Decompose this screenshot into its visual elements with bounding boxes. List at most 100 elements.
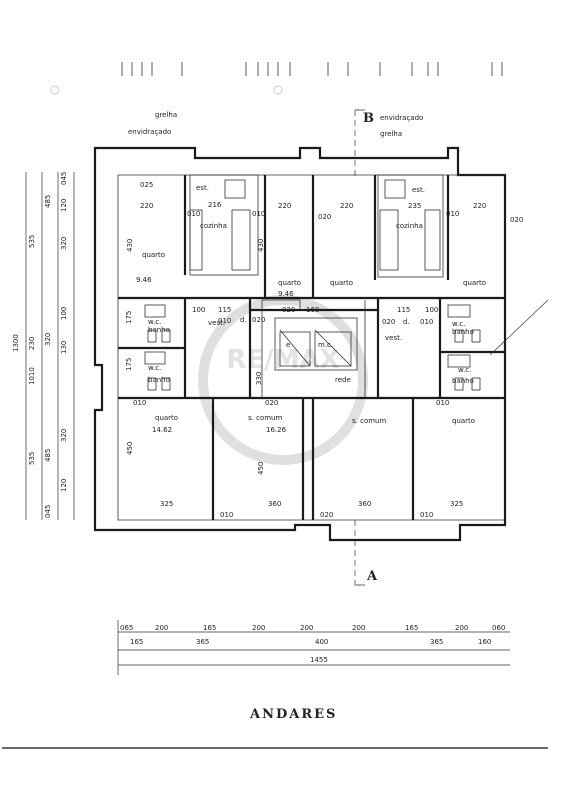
dim-frames [2,172,548,749]
label-quarto-br: quarto [452,417,475,425]
dim-b-450a: 450 [126,442,134,455]
label-wc-right-1: w.c. [452,320,465,328]
svg-text:RE/MAX: RE/MAX [226,345,339,375]
label-vest-left: vest. [208,319,225,327]
dim-h2-365b: 365 [430,638,443,646]
dim-v-130: 130 [60,341,68,354]
label-quarto-bl: quarto [155,414,178,422]
dim-m-020l: 020 [252,316,265,324]
label-quarto-tr: quarto [463,279,486,287]
dim-v-120a: 120 [60,199,68,212]
kitchen-left [189,174,259,276]
dim-m-115r: 115 [397,306,410,314]
label-envidracado-left: envidraçado [128,128,171,136]
dim-h-200a: 200 [155,624,168,632]
dim-v-045a: 045 [60,172,68,185]
dim-b-010b: 010 [436,399,449,407]
dim-h2-165: 165 [130,638,143,646]
plan-title: ANDARES [249,707,337,722]
kitchen-right [377,174,444,278]
dim-b-325b: 325 [450,500,463,508]
dim-t-220d: 220 [473,202,486,210]
dim-m-020r: 020 [382,318,395,326]
dim-t-220a: 220 [140,202,153,210]
binder-holes [50,85,283,95]
dim-h2-160: 160 [478,638,491,646]
dim-t-216: 216 [208,201,222,209]
label-quarto-tc-area: 9.46 [278,290,294,298]
dim-h-060: 060 [492,624,505,632]
label-d-left: d. [240,316,247,324]
dim-t-020a: 020 [318,213,331,221]
dim-v-485b: 485 [44,449,52,462]
dim-m-115l: 115 [218,306,231,314]
dim-h2-400: 400 [315,638,328,646]
dim-v-230: 230 [28,337,36,350]
section-lines [354,109,549,586]
dim-b-020b: 020 [320,511,333,519]
label-quarto-bl-area: 14.62 [152,426,172,434]
bathroom-fixtures [144,304,481,391]
label-scomum-left-area: 16.26 [266,426,287,434]
label-est-right: est. [412,186,425,194]
dim-v-320a: 320 [60,237,68,250]
label-est-left: est. [196,184,209,192]
stairwell [261,299,366,398]
dim-v-485a: 485 [44,195,52,208]
label-quarto-tc: quarto [278,279,301,287]
label-banho-right-2: banho [452,377,474,385]
dim-v-120b: 120 [60,479,68,492]
dim-t-430b: 430 [257,239,265,252]
label-cozinha-right: cozinha [396,222,423,230]
dim-h-200b: 200 [252,624,265,632]
dim-b-360b: 360 [358,500,371,508]
dim-h-200d: 200 [352,624,365,632]
dim-v-320b: 320 [44,333,52,346]
dim-t-010c: 010 [446,210,459,218]
dim-t-020b: 020 [510,216,523,224]
label-wc-left-2: w.c. [148,364,161,372]
dim-b-010d: 010 [420,511,433,519]
section-b-marker: B [363,111,374,126]
dim-m-160: 160 [306,306,319,314]
dim-m-175b: 175 [125,358,133,371]
dim-m-010r: 010 [420,318,433,326]
dim-t-220c: 220 [340,202,353,210]
label-mc: m.c. [318,341,333,349]
label-quarto-tl-area: 9.46 [136,276,152,284]
dim-h2-365a: 365 [196,638,209,646]
label-quarto-tcr: quarto [330,279,353,287]
section-a-marker: A [366,569,378,584]
dim-t-235: 235 [408,202,421,210]
dim-m-100l: 100 [192,306,205,314]
label-wc-right-2: w.c. [458,366,471,374]
label-cozinha-left: cozinha [200,222,227,230]
label-banho-right-1: banho [452,328,474,336]
dim-v-1010: 1010 [28,367,36,385]
top-ticks [121,62,503,76]
outer-walls [93,146,507,542]
label-banho-left-1: banho [148,326,170,334]
label-scomum-left: s. comum [248,414,282,422]
dim-v-320c: 320 [60,429,68,442]
dim-h3-1455: 1455 [310,656,328,664]
dim-t-430a: 430 [126,239,134,252]
dim-b-325a: 325 [160,500,173,508]
label-vest-right: vest. [385,334,402,342]
dim-h-065: 065 [120,624,133,632]
interior-walls [118,175,505,520]
dim-t-010a: 010 [187,210,200,218]
dim-v-535a: 535 [28,235,36,248]
dim-h-165a: 165 [203,624,216,632]
dim-b-010c: 010 [220,511,233,519]
label-quarto-tl: quarto [142,251,165,259]
dim-m-100r: 100 [425,306,438,314]
label-rede: rede [335,376,351,384]
label-banho-left-2: banho [148,376,170,384]
dim-t-025: 025 [140,181,153,189]
dim-m-010l: 010 [218,317,231,325]
label-wc-left-1: w.c. [148,318,161,326]
dim-t-010b: 010 [252,210,265,218]
dim-h-165b: 165 [405,624,418,632]
